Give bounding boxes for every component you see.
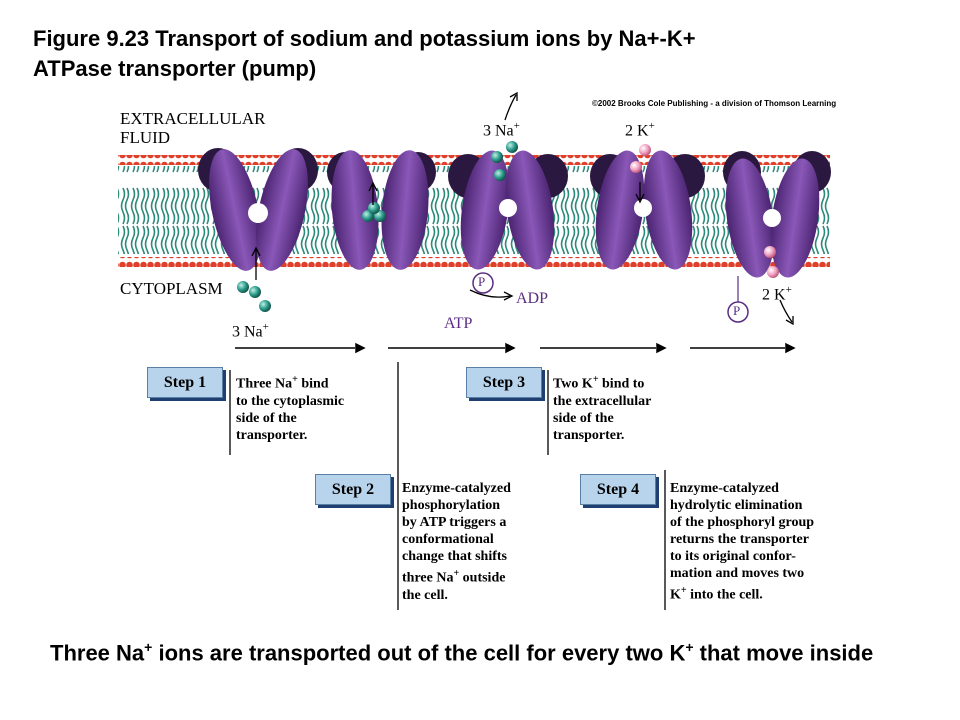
phosphate-icon-step-2 <box>472 272 494 294</box>
na-ions-released <box>491 141 518 181</box>
cytoplasm-label: CYTOPLASM <box>120 279 223 298</box>
phosphate-label-step-2: P <box>478 274 486 289</box>
step-4-button[interactable]: Step 4 <box>580 474 656 505</box>
ion-arrows <box>251 91 794 326</box>
figure-caption: Three Na+ ions are transported out of th… <box>50 639 874 666</box>
step-4-description: Enzyme-catalyzed hydrolytic elimination … <box>670 481 815 603</box>
figure-title-line-2: ATPase transporter (pump) <box>33 56 317 81</box>
transporter-step-4 <box>590 150 705 270</box>
extracellular-label: EXTRACELLULAR FLUID <box>120 109 266 147</box>
transporter-step-5 <box>723 151 831 278</box>
k-ions-extracellular <box>630 144 651 173</box>
figure-title: Figure 9.23 Transport of sodium and pota… <box>33 24 933 84</box>
step-dividers <box>229 362 666 610</box>
phosphate-label-step-4: P <box>733 303 741 318</box>
atp-label: ATP <box>444 315 473 332</box>
step-2-description: Enzyme-catalyzed phosphorylation by ATP … <box>402 481 511 603</box>
step-3-button[interactable]: Step 3 <box>466 367 542 398</box>
k-ions-cytoplasm <box>764 246 779 278</box>
k-top-label: 2 K+ <box>625 120 655 140</box>
k-bottom-label: 2 K+ <box>762 284 792 304</box>
na-bottom-label: 3 Na+ <box>232 321 269 341</box>
copyright-notice: ©2002 Brooks Cole Publishing - a divisio… <box>592 99 837 108</box>
transporter-step-3 <box>448 150 568 270</box>
step-3-description: Two K+ bind to the extracellular side of… <box>553 374 652 443</box>
na-ions-bound <box>362 202 386 222</box>
step-2-button[interactable]: Step 2 <box>315 474 391 505</box>
adp-label: ADP <box>516 290 549 307</box>
step-flow-arrows <box>235 342 796 354</box>
step-1-button[interactable]: Step 1 <box>147 367 223 398</box>
figure-title-line-1: Figure 9.23 Transport of sodium and pota… <box>33 26 696 51</box>
transporter-step-1 <box>198 148 318 271</box>
transporter-step-2 <box>327 150 436 270</box>
na-ions-cytoplasm <box>237 281 271 312</box>
step-1-description: Three Na+ bind to the cytoplasmic side o… <box>236 374 345 443</box>
na-top-label: 3 Na+ <box>483 120 520 140</box>
